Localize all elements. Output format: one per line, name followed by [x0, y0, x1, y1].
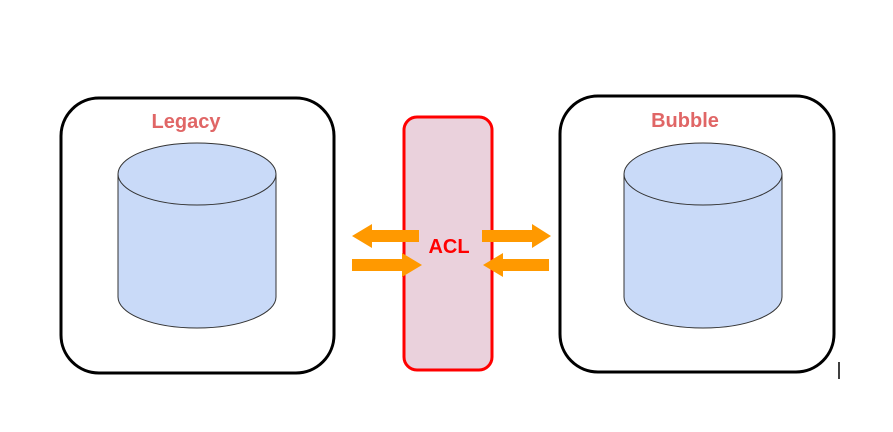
legacy-acl-arrows	[352, 224, 422, 277]
acl-layer: ACL	[402, 115, 494, 372]
bubble-system: Bubble	[558, 94, 836, 374]
acl-box	[402, 115, 494, 372]
arrow-left-icon	[483, 253, 549, 277]
legacy-label: Legacy	[152, 111, 222, 133]
arrow-right-icon	[352, 253, 422, 277]
legacy-system: Legacy	[59, 96, 336, 375]
acl-bubble-arrows	[482, 224, 551, 277]
acl-label: ACL	[428, 236, 469, 258]
legacy-database-icon	[117, 142, 277, 329]
bubble-database-icon	[623, 142, 783, 329]
arrow-left-icon	[352, 224, 419, 248]
bubble-label: Bubble	[651, 110, 719, 132]
arrow-right-icon	[482, 224, 551, 248]
